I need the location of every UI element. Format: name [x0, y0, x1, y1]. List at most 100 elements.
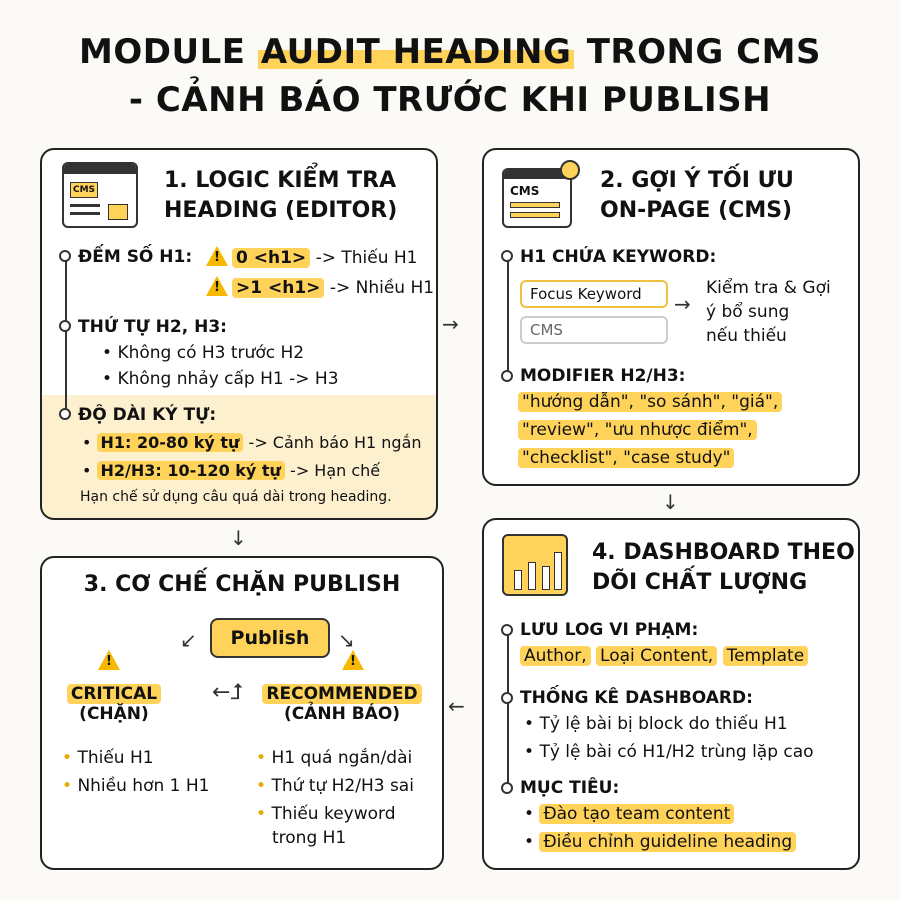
arrow-left-icon: ← [448, 694, 465, 718]
timeline-line [507, 630, 509, 788]
panel2-title-line1: 2. GỢI Ý TỐI ƯU [600, 168, 794, 193]
tag-author: Author, [520, 646, 591, 666]
h1-many-chip: >1 <h1> [232, 278, 325, 298]
length-note: Hạn chế sử dụng câu quá dài trong headin… [80, 489, 392, 505]
tag-content-type: Loại Content, [596, 646, 718, 666]
arrow-loop-icon: ←⮥ [212, 680, 244, 705]
cms-lightbulb-icon: CMS [502, 160, 580, 228]
section-goals: MỤC TIÊU: [520, 778, 620, 798]
panel1-title-line1: 1. LOGIC KIỂM TRA [164, 168, 397, 193]
order-rule-2: Không nhảy cấp H1 -> H3 [102, 369, 338, 389]
critical-sub: (CHẶN) [79, 704, 149, 724]
warning-icon [98, 650, 120, 670]
critical-item-2: Nhiều hơn 1 H1 [62, 776, 209, 796]
title-highlight: AUDIT HEADING [257, 32, 575, 72]
goal-item-2: Điều chỉnh guideline heading [524, 832, 797, 852]
modifier-chip-1: "hướng dẫn", "so sánh", "giá", [518, 392, 783, 412]
cms-label: CMS [70, 182, 98, 198]
stat-item-1: Tỷ lệ bài bị block do thiếu H1 [524, 714, 787, 734]
arrow-down-left-icon: ↙ [180, 628, 197, 652]
panel-onpage-suggest: CMS 2. GỢI Ý TỐI ƯU ON-PAGE (CMS) H1 CHỨ… [482, 148, 860, 486]
goal-chip-1: Đào tạo team content [539, 804, 735, 824]
h1-zero-row: 0 <h1> -> Thiếu H1 [206, 246, 417, 268]
arrow-right-icon: → [674, 292, 691, 316]
timeline-dot [501, 250, 513, 262]
panel2-title: 2. GỢI Ý TỐI ƯU ON-PAGE (CMS) [600, 166, 794, 226]
timeline-line [65, 256, 67, 414]
panel4-title: 4. DASHBOARD THEO DÕI CHẤT LƯỢNG [592, 538, 855, 598]
goal-chip-2: Điều chỉnh guideline heading [539, 832, 797, 852]
warning-icon [342, 650, 364, 670]
section-length: ĐỘ DÀI KÝ TỰ: [78, 405, 217, 425]
length-h1-row: H1: 20-80 ký tự -> Cảnh báo H1 ngắn [82, 433, 422, 452]
modifier-chip-2: "review", "ưu nhược điểm", [518, 420, 757, 440]
recommended-item-1: H1 quá ngắn/dài [256, 748, 412, 768]
timeline-dot [59, 250, 71, 262]
page-title: MODULE AUDIT HEADING TRONG CMS - CẢNH BÁ… [0, 28, 900, 124]
timeline-dot [59, 408, 71, 420]
recommended-item-2: Thứ tự H2/H3 sai [256, 776, 414, 796]
focus-keyword-field[interactable]: Focus Keyword [520, 280, 668, 308]
section-count-h1: ĐẾM SỐ H1: [78, 247, 193, 267]
publish-button[interactable]: Publish [210, 618, 330, 658]
section-h1-keyword: H1 CHỨA KEYWORD: [520, 247, 717, 267]
panel-dashboard: 4. DASHBOARD THEO DÕI CHẤT LƯỢNG LƯU LOG… [482, 518, 860, 870]
modifier-chip-3: "checklist", "case study" [518, 448, 735, 468]
warning-icon [206, 246, 228, 266]
stat-item-2: Tỷ lệ bài có H1/H2 trùng lặp cao [524, 742, 813, 762]
arrow-right-icon: → [442, 312, 459, 336]
length-h23-chip: H2/H3: 10-120 ký tự [96, 461, 285, 480]
panel-publish-block: 3. CƠ CHẾ CHẶN PUBLISH Publish ↙ ↘ ←⮥ CR… [40, 556, 444, 870]
section-order: THỨ TỰ H2, H3: [78, 317, 227, 337]
panel2-title-line2: ON-PAGE (CMS) [600, 198, 793, 223]
recommended-chip: RECOMMENDED [262, 684, 422, 704]
chart-icon [502, 534, 568, 596]
recommended-item-3: Thiếu keyword [256, 804, 395, 824]
cms-editor-icon: CMS [62, 162, 138, 228]
length-h1-chip: H1: 20-80 ký tự [96, 433, 244, 452]
goal-item-1: Đào tạo team content [524, 804, 735, 824]
order-rule-1: Không có H3 trước H2 [102, 343, 304, 363]
timeline-line [507, 256, 509, 376]
modifier-line3: "checklist", "case study" [518, 448, 735, 468]
timeline-dot [501, 692, 513, 704]
panel1-title-line2: HEADING (EDITOR) [164, 198, 398, 223]
panel3-title: 3. CƠ CHẾ CHẶN PUBLISH [83, 572, 401, 597]
arrow-down-icon: ↓ [662, 490, 679, 514]
h1-many-row: >1 <h1> -> Nhiều H1 [206, 276, 434, 298]
suggest-text: Kiểm tra & Gợi ý bổ sung nếu thiếu [706, 276, 831, 348]
recommended-item-3-cont: trong H1 [272, 828, 347, 848]
critical-item-1: Thiếu H1 [62, 748, 153, 768]
h1-zero-note: -> Thiếu H1 [310, 248, 418, 268]
arrow-down-right-icon: ↘ [338, 628, 355, 652]
recommended-sub: (CẢNH BÁO) [283, 704, 401, 724]
title-line1-a: MODULE [79, 32, 258, 72]
panel-logic-check: CMS 1. LOGIC KIỂM TRA HEADING (EDITOR) Đ… [40, 148, 438, 520]
timeline-dot [501, 624, 513, 636]
suggest-line1: Kiểm tra & Gợi [706, 278, 831, 298]
timeline-dot [59, 320, 71, 332]
section-modifier: MODIFIER H2/H3: [520, 366, 686, 386]
log-tags: Author, Loại Content, Template [520, 646, 809, 666]
panel1-title: 1. LOGIC KIỂM TRA HEADING (EDITOR) [164, 166, 397, 226]
critical-label: CRITICAL(CHẶN) [64, 684, 164, 724]
modifier-line1: "hướng dẫn", "so sánh", "giá", [518, 392, 783, 412]
arrow-down-icon: ↓ [230, 526, 247, 550]
section-stats: THỐNG KÊ DASHBOARD: [520, 688, 753, 708]
title-line2: - CẢNH BÁO TRƯỚC KHI PUBLISH [128, 80, 772, 120]
panel4-title-line1: 4. DASHBOARD THEO [592, 540, 855, 565]
length-h23-row: H2/H3: 10-120 ký tự -> Hạn chế [82, 461, 380, 480]
modifier-line2: "review", "ưu nhược điểm", [518, 420, 757, 440]
timeline-dot [501, 370, 513, 382]
h1-zero-chip: 0 <h1> [232, 248, 311, 268]
timeline-dot [501, 782, 513, 794]
recommended-label: RECOMMENDED(CẢNH BÁO) [256, 684, 428, 724]
length-h23-note: -> Hạn chế [284, 461, 381, 480]
critical-chip: CRITICAL [66, 684, 162, 704]
cms-field[interactable]: CMS [520, 316, 668, 344]
section-log: LƯU LOG VI PHẠM: [520, 620, 699, 640]
cms-label: CMS [510, 184, 540, 198]
panel4-title-line2: DÕI CHẤT LƯỢNG [592, 570, 808, 595]
h1-many-note: -> Nhiều H1 [324, 278, 435, 298]
tag-template: Template [722, 646, 809, 666]
